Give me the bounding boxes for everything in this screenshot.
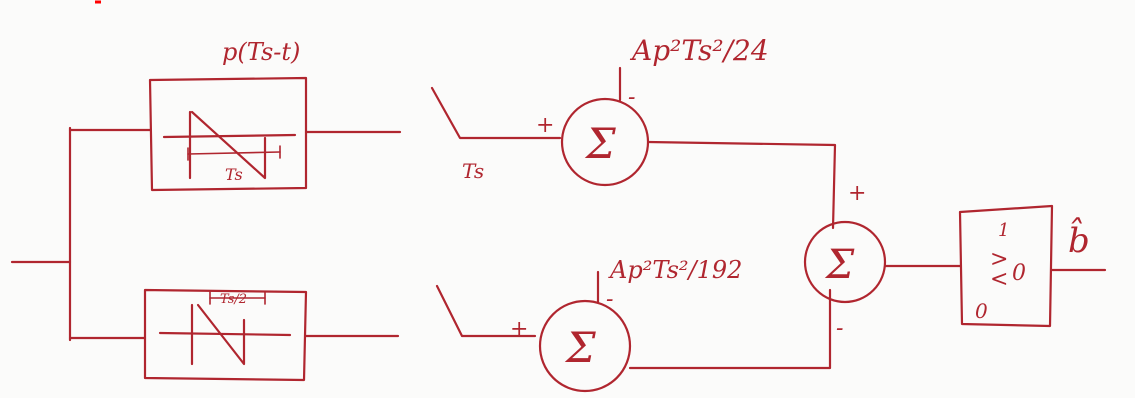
- decision-lt-label: <: [990, 267, 1008, 292]
- final-sum-sigma: Σ: [824, 242, 855, 288]
- decision-zero-label: 0: [975, 299, 988, 323]
- decision-zero-right-label: 0: [1012, 261, 1026, 286]
- lower-sum-output-wire: [628, 288, 832, 370]
- final-sum-junction: Σ: [803, 220, 887, 304]
- output-label: b̂: [1068, 218, 1090, 261]
- lower-filter-block: Ts/2: [143, 288, 308, 382]
- lower-sampler-switch: [435, 284, 537, 338]
- lower-filter-inner-label: Ts/2: [220, 292, 247, 307]
- upper-sampler-label: Ts: [462, 159, 484, 183]
- upper-bias-label: Ap²Ts²/24: [629, 34, 769, 67]
- lower-sum-sigma: Σ: [564, 323, 596, 372]
- lower-bias-label: Ap²Ts²/192: [608, 256, 742, 284]
- decision-one-label: 1: [998, 220, 1009, 241]
- upper-sum-junction: Σ: [560, 66, 650, 187]
- lower-sum-plus: +: [510, 317, 528, 342]
- upper-filter-block: Ts: [148, 76, 308, 192]
- lower-sum-junction: Σ: [538, 270, 632, 393]
- final-sum-plus: +: [848, 181, 866, 206]
- decision-device: 1 > < 0 0: [958, 204, 1054, 328]
- decision-gt-label: >: [990, 247, 1008, 272]
- final-sum-minus: -: [836, 316, 843, 341]
- upper-sum-plus: +: [536, 113, 554, 138]
- upper-filter-inner-label: Ts: [225, 165, 243, 184]
- upper-sum-minus: -: [628, 85, 635, 110]
- upper-sum-sigma: Σ: [584, 119, 616, 168]
- upper-sum-output-wire: [646, 140, 837, 230]
- upper-sampler-switch: [430, 86, 562, 140]
- lower-sum-minus: -: [606, 287, 613, 312]
- upper-filter-label: p(Ts-t): [222, 38, 300, 66]
